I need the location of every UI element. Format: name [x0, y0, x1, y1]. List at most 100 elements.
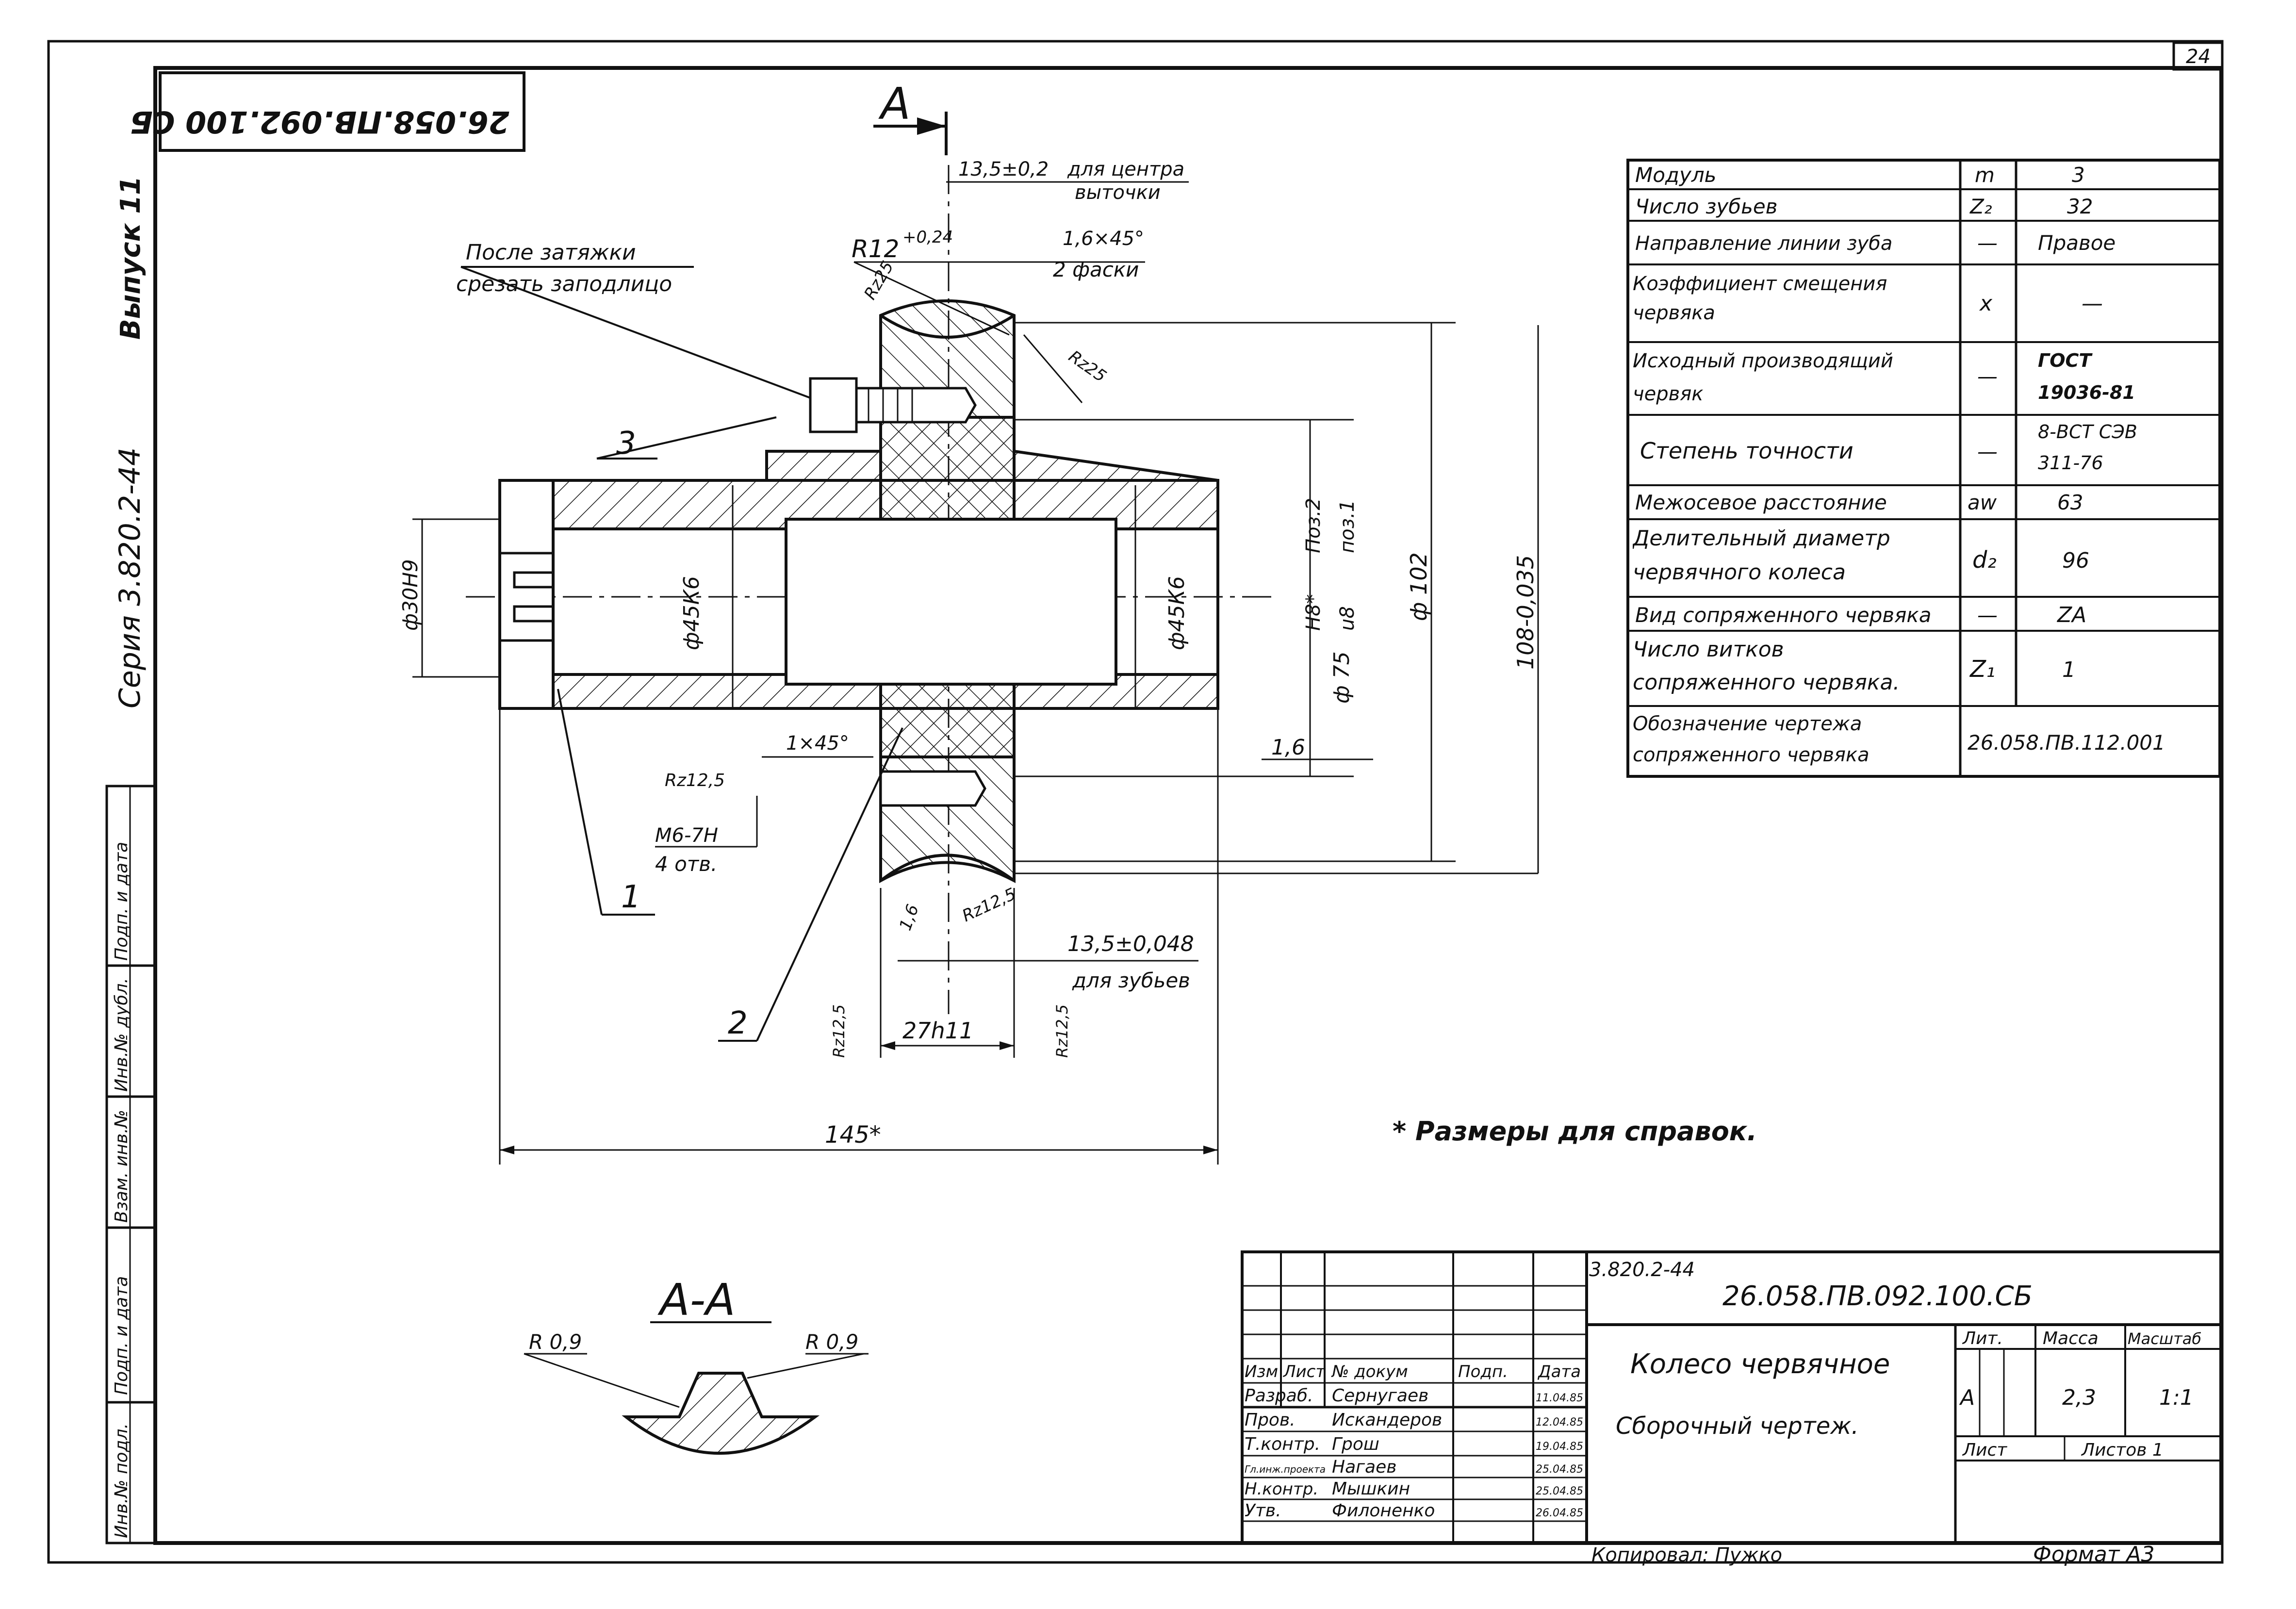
- series-label: Серия 3.820.2-44: [113, 447, 147, 708]
- page-number-box: [2172, 41, 2224, 71]
- param-symbol: m: [1975, 163, 1995, 187]
- param-symbol: —: [1977, 603, 1998, 627]
- tb-date: 12.04.85: [1536, 1416, 1583, 1428]
- length-145: 145*: [825, 1121, 881, 1149]
- position-2-label: 2: [728, 1005, 748, 1041]
- param-name: Модуль: [1635, 163, 1716, 187]
- footnote: * Размеры для справок.: [1393, 1116, 1757, 1147]
- dim-13-5-02: 13,5±0,2: [958, 158, 1049, 181]
- tb-person: Грош: [1332, 1434, 1379, 1454]
- param-row: Модуль m 3: [1635, 163, 2085, 187]
- param-value: 63: [2057, 491, 2083, 514]
- issue-label: Выпуск 11: [115, 176, 147, 340]
- param-row: Число витков сопряженного червяка. Z₁ 1: [1633, 637, 2076, 695]
- format-label: Формат А3: [2033, 1542, 2155, 1567]
- param-name: Число витков сопряженного червяка.: [1633, 637, 1900, 695]
- section-r09-right: R 0,9: [805, 1330, 858, 1354]
- roughness-rz12-5-vright: Rz12,5: [1053, 1004, 1071, 1058]
- tb-role: Т.контр.: [1245, 1434, 1320, 1454]
- param-value: 96: [2062, 548, 2089, 573]
- copied-by: Копировал: Пужко: [1591, 1544, 1782, 1566]
- tb-person: Искандеров: [1332, 1410, 1442, 1430]
- tb-mass-label: Масса: [2043, 1329, 2099, 1348]
- after-tightening-line2: срезать заподлицо: [456, 272, 672, 296]
- param-value: ГОСТ 19036-81: [2038, 350, 2135, 403]
- param-name: Вид сопряженного червяка: [1635, 603, 1932, 627]
- param-value: ZA: [2057, 603, 2086, 627]
- param-name: Степень точности: [1640, 438, 1853, 464]
- param-value: 8-ВСТ СЭВ 311-76: [2038, 421, 2137, 474]
- fit-pos2: Поз.2: [1302, 498, 1325, 553]
- tb-sheet-label: Лист: [1962, 1440, 2007, 1460]
- stamp-podp-data-2: Подп. и дата: [112, 842, 131, 961]
- dia-30h9: ф30Н9: [398, 559, 422, 631]
- dim-13-5-048: 13,5±0,048: [1067, 932, 1194, 956]
- chamfer-1-6x45: 1,6×45°: [1063, 228, 1144, 250]
- dia-102: ф 102: [1406, 552, 1432, 621]
- tb-series: 3.820.2-44: [1589, 1259, 1695, 1281]
- position-3-label: 3: [616, 426, 636, 461]
- tb-date: 25.04.85: [1536, 1463, 1583, 1476]
- roughness-rz12-5-bottom: Rz12,5: [959, 884, 1019, 926]
- margin-stamp: [105, 785, 157, 1544]
- param-symbol: —: [1977, 440, 1998, 463]
- param-symbol: x: [1979, 291, 1993, 316]
- fit-u8: u8: [1336, 606, 1359, 631]
- tb-person: Нагаев: [1332, 1457, 1396, 1477]
- tb-header-date: Дата: [1537, 1362, 1581, 1381]
- tb-person: Мышкин: [1332, 1479, 1410, 1499]
- param-name: Число зубьев: [1635, 195, 1778, 218]
- dia-45k6-left: ф45К6: [679, 576, 704, 650]
- roughness-1-6-right: 1,6: [1271, 735, 1305, 760]
- param-value: 1: [2062, 657, 2076, 682]
- param-row: Степень точности — 8-ВСТ СЭВ 311-76: [1640, 421, 2137, 474]
- param-value: Правое: [2038, 231, 2116, 255]
- dia-108: 108-0,035: [1512, 555, 1539, 670]
- param-row: Обозначение чертежа сопряженного червяка…: [1633, 713, 2165, 766]
- thread-count: 4 отв.: [655, 852, 717, 876]
- param-symbol: d₂: [1972, 546, 1997, 574]
- tb-role: Гл.инж.проекта: [1245, 1463, 1326, 1475]
- chamfer-1x45: 1×45°: [786, 732, 849, 755]
- tb-date: 11.04.85: [1536, 1392, 1583, 1404]
- tb-name: Колесо червячное: [1630, 1348, 1890, 1380]
- param-row: Число зубьев Z₂ 32: [1635, 195, 2093, 218]
- roughness-rz12-5-left: Rz12,5: [665, 771, 725, 790]
- tb-date: 25.04.85: [1536, 1485, 1583, 1497]
- tb-code: 26.058.ПВ.092.100.СБ: [1722, 1281, 2033, 1312]
- param-name: Обозначение чертежа сопряженного червяка: [1633, 713, 1870, 766]
- for-teeth: для зубьев: [1072, 969, 1190, 992]
- param-value: 26.058.ПВ.112.001: [1968, 731, 2165, 755]
- tb-scale-label: Масштаб: [2128, 1330, 2201, 1348]
- page-number: 24: [2186, 46, 2211, 68]
- fit-pos1: поз.1: [1336, 500, 1359, 553]
- radius-r12: R12: [852, 235, 899, 263]
- param-row: Коэффициент смещения червяка x —: [1633, 273, 2103, 324]
- param-name: Исходный производящий червяк: [1633, 350, 1893, 405]
- tb-role: Н.контр.: [1245, 1479, 1318, 1499]
- position-1-label: 1: [621, 879, 641, 915]
- param-row: Направление линии зуба — Правое: [1635, 231, 2116, 255]
- stamp-podp-data-1: Подп. и дата: [112, 1276, 131, 1395]
- worm-wheel-drawing: А После затяжки срезать заподл: [398, 79, 1539, 1455]
- dia-45k6-right: ф45К6: [1164, 576, 1189, 650]
- tb-scale-value: 1:1: [2159, 1385, 2194, 1410]
- tb-role: Разраб.: [1245, 1386, 1313, 1406]
- tb-header-doc: № докум: [1331, 1362, 1408, 1381]
- tb-header-list: Лист: [1282, 1362, 1326, 1381]
- param-symbol: aw: [1968, 491, 1997, 514]
- param-row: Исходный производящий червяк — ГОСТ 1903…: [1633, 350, 2135, 405]
- center-groove-line1: для центра: [1067, 158, 1184, 181]
- roughness-1-6-bottom: 1,6: [896, 902, 923, 933]
- width-27h11: 27h11: [902, 1018, 973, 1044]
- tb-role: Утв.: [1245, 1501, 1281, 1521]
- tb-sheets-label: Листов 1: [2081, 1440, 2164, 1460]
- fit-h8: Н8*: [1302, 594, 1325, 631]
- parameters-table: [1626, 159, 2221, 778]
- param-row: Делительный диаметр червячного колеса d₂…: [1633, 526, 2089, 585]
- tb-header-sign: Подп.: [1458, 1362, 1508, 1381]
- param-symbol: —: [1977, 364, 1998, 388]
- stamp-inv-podl: Инв.№ подл.: [112, 1423, 131, 1538]
- param-row: Вид сопряженного червяка — ZA: [1635, 603, 2086, 627]
